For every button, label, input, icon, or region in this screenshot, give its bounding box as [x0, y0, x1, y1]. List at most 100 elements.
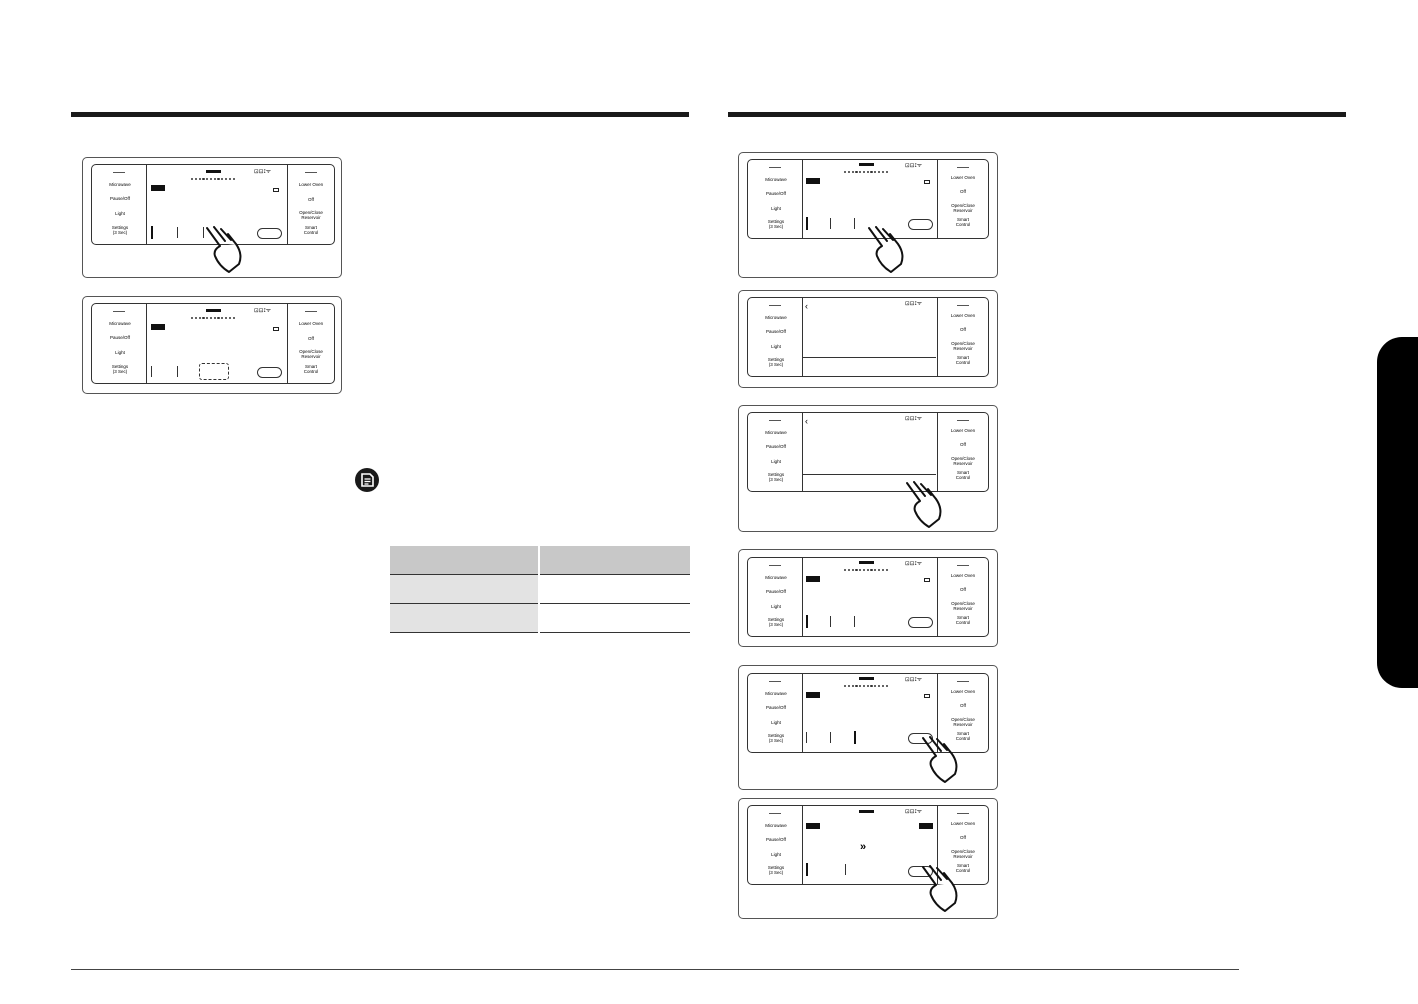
divider-line — [803, 474, 936, 475]
microwave-button[interactable]: Microwave — [765, 315, 787, 320]
open-close-sublabel: Reservoir — [953, 461, 973, 466]
table-cell — [390, 546, 540, 575]
pause-off-button[interactable]: Pause/Off — [766, 444, 786, 449]
start-button[interactable] — [908, 219, 933, 230]
lower-oven-button[interactable]: Lower Oven — [950, 313, 976, 318]
start-button[interactable] — [908, 733, 933, 744]
open-close-sublabel: Reservoir — [301, 354, 321, 359]
open-close-sublabel: Reservoir — [953, 854, 973, 859]
smart-label: Smart — [304, 225, 317, 230]
mode-badge-right — [919, 823, 933, 829]
start-button[interactable] — [908, 866, 933, 877]
smart-label: Smart — [956, 615, 969, 620]
off-button[interactable]: Off — [960, 835, 966, 840]
table-cell — [539, 603, 690, 633]
light-button[interactable]: Light — [771, 459, 781, 464]
pause-off-button[interactable]: Pause/Off — [110, 335, 130, 340]
pause-off-button[interactable]: Pause/Off — [766, 589, 786, 594]
lower-oven-button[interactable]: Lower Oven — [950, 689, 976, 694]
settings-button[interactable]: Settings(3 Sec) — [753, 357, 799, 367]
pause-off-button[interactable]: Pause/Off — [766, 191, 786, 196]
settings-button[interactable]: Settings(3 Sec) — [753, 865, 799, 875]
pause-off-button[interactable]: Pause/Off — [766, 837, 786, 842]
mode-badge — [806, 576, 820, 582]
off-button[interactable]: Off — [960, 442, 966, 447]
settings-button[interactable]: Settings(3 Sec) — [97, 364, 143, 374]
microwave-button[interactable]: Microwave — [765, 430, 787, 435]
off-button[interactable]: Off — [960, 587, 966, 592]
pause-off-button[interactable]: Pause/Off — [766, 329, 786, 334]
lower-oven-button[interactable]: Lower Oven — [950, 821, 976, 826]
control-panel: Microwave Pause/Off Light Settings(3 Sec… — [747, 412, 989, 492]
lower-oven-button[interactable]: Lower Oven — [298, 321, 324, 326]
display-screen: ⊡⊡⟟ᯤ — [802, 674, 938, 752]
lower-oven-button[interactable]: Lower Oven — [298, 182, 324, 187]
display-screen: ⊡⊡⟟ᯤ — [146, 304, 288, 383]
light-button[interactable]: Light — [771, 604, 781, 609]
light-button[interactable]: Light — [771, 852, 781, 857]
settings-button[interactable]: Settings(3 Sec) — [753, 219, 799, 229]
pointing-hand-icon — [906, 481, 942, 528]
slider-mark — [177, 366, 178, 377]
open-close-sublabel: Reservoir — [301, 215, 321, 220]
off-button[interactable]: Off — [308, 197, 314, 202]
microwave-button[interactable]: Microwave — [765, 575, 787, 580]
back-icon[interactable]: ‹ — [805, 301, 808, 311]
pause-off-button[interactable]: Pause/Off — [110, 196, 130, 201]
open-close-label: Open/Close — [299, 349, 323, 354]
settings-sublabel: (3 Sec) — [768, 870, 784, 875]
start-button[interactable] — [257, 228, 282, 239]
microwave-button[interactable]: Microwave — [765, 177, 787, 182]
start-button[interactable] — [908, 617, 933, 628]
back-icon[interactable]: ‹ — [805, 416, 808, 426]
off-button[interactable]: Off — [960, 327, 966, 332]
smart-sublabel: Control — [955, 475, 971, 480]
figure-left-2: Microwave Pause/Off Light Settings(3 Sec… — [82, 296, 342, 394]
lower-oven-button[interactable]: Lower Oven — [950, 428, 976, 433]
pause-off-button[interactable]: Pause/Off — [766, 705, 786, 710]
microwave-button[interactable]: Microwave — [109, 321, 131, 326]
microwave-button[interactable]: Microwave — [765, 691, 787, 696]
settings-button[interactable]: Settings(3 Sec) — [753, 617, 799, 627]
open-close-sublabel: Reservoir — [953, 208, 973, 213]
lower-oven-button[interactable]: Lower Oven — [950, 573, 976, 578]
highlighted-field[interactable] — [199, 363, 229, 380]
indicator-bar — [859, 677, 874, 680]
light-button[interactable]: Light — [115, 350, 125, 355]
off-button[interactable]: Off — [960, 189, 966, 194]
light-button[interactable]: Light — [115, 211, 125, 216]
light-button[interactable]: Light — [771, 720, 781, 725]
start-button[interactable] — [257, 367, 282, 378]
settings-button[interactable]: Settings(3 Sec) — [753, 472, 799, 482]
settings-button[interactable]: Settings(3 Sec) — [97, 225, 143, 235]
lower-oven-button[interactable]: Lower Oven — [950, 175, 976, 180]
settings-button[interactable]: Settings(3 Sec) — [753, 733, 799, 743]
off-button[interactable]: Off — [308, 336, 314, 341]
off-button[interactable]: Off — [960, 703, 966, 708]
figure-right-4: Microwave Pause/Off Light Settings(3 Sec… — [738, 549, 998, 647]
light-button[interactable]: Light — [771, 206, 781, 211]
microwave-button[interactable]: Microwave — [765, 823, 787, 828]
divider — [957, 305, 969, 306]
slider-mark — [806, 863, 808, 876]
microwave-button[interactable]: Microwave — [109, 182, 131, 187]
table-cell — [539, 574, 690, 604]
settings-sublabel: (3 Sec) — [112, 230, 128, 235]
light-button[interactable]: Light — [771, 344, 781, 349]
